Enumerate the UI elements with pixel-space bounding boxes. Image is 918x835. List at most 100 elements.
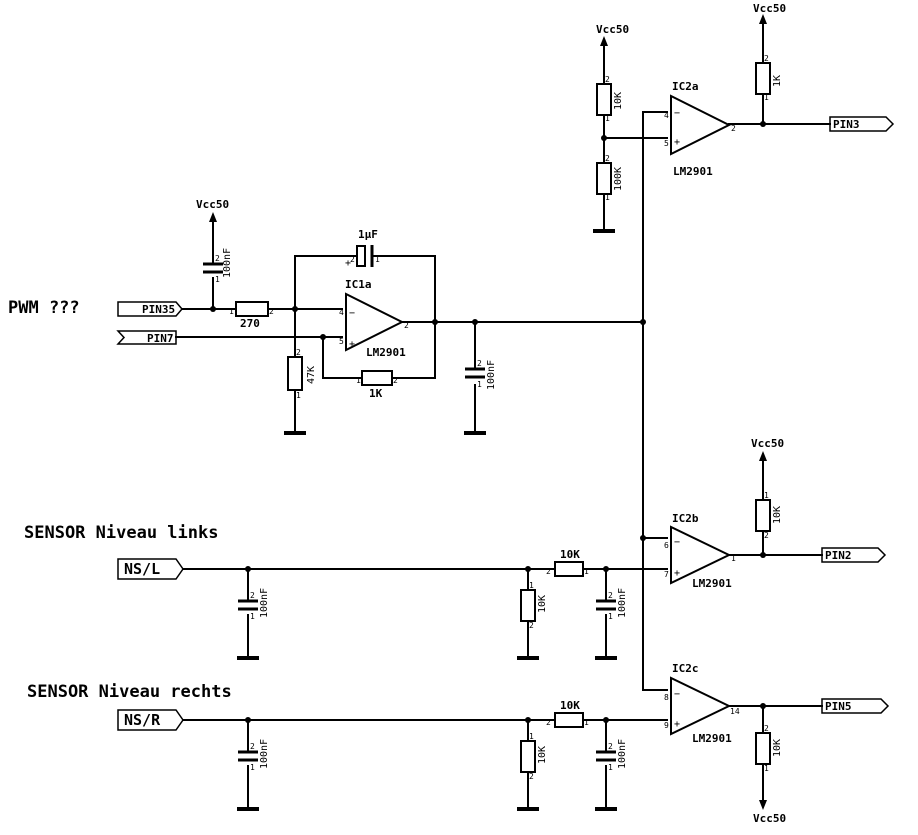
supply-vcc-top-mid: Vcc50	[596, 23, 629, 46]
svg-text:2: 2	[529, 621, 534, 630]
opamp-ic1a-type: LM2901	[366, 346, 406, 359]
svg-text:+: +	[674, 568, 680, 579]
heading-sensor-right: SENSOR Niveau rechts	[27, 682, 232, 702]
port-ns-l-label: NS/L	[124, 560, 160, 578]
supply-vcc-left-label: Vcc50	[196, 198, 229, 211]
opamp-ic1a: − + 4 5 2 IC1a LM2901	[339, 278, 409, 359]
port-pin5: PIN5	[821, 698, 890, 714]
resistor-r270: 1 2 270	[229, 301, 274, 330]
svg-text:2: 2	[250, 742, 255, 751]
sensor-left-wires	[182, 566, 668, 660]
svg-text:2: 2	[393, 376, 398, 385]
svg-text:2: 2	[404, 321, 409, 330]
port-pin2: PIN2	[821, 547, 887, 563]
svg-text:2: 2	[605, 154, 610, 163]
resistor-r100k-top-value: 100K	[613, 167, 624, 191]
resistor-r10k-l-shunt: 1 2 10K	[520, 581, 548, 630]
opamp-ic2c-name: IC2c	[672, 662, 699, 675]
resistor-r10k-top: 2 1 10K	[596, 75, 624, 123]
resistor-r1k-feedback-value: 1K	[369, 387, 383, 400]
svg-text:1: 1	[529, 581, 534, 590]
svg-text:1: 1	[584, 718, 589, 727]
svg-text:1: 1	[215, 275, 220, 284]
svg-text:2: 2	[608, 742, 613, 751]
svg-text:7: 7	[664, 570, 669, 579]
resistor-r10k-l-shunt-value: 10K	[537, 595, 548, 613]
opamp-ic2c-type: LM2901	[692, 732, 732, 745]
opamp-ic2b: − + 6 7 1 IC2b LM2901	[664, 512, 736, 590]
svg-text:2: 2	[605, 75, 610, 84]
resistor-r10k-top-value: 10K	[613, 92, 624, 110]
opamp-ic2b-type: LM2901	[692, 577, 732, 590]
opamp-ic2a: − + 4 5 2 IC2a LM2901	[664, 80, 736, 178]
top-output-wires	[728, 23, 831, 127]
svg-text:5: 5	[664, 139, 669, 148]
resistor-r47k: 2 1 47K	[287, 348, 317, 400]
svg-text:2: 2	[296, 348, 301, 357]
port-pin7: PIN7	[116, 330, 177, 345]
resistor-r1k-top: 2 1 1K	[755, 54, 783, 102]
svg-text:2: 2	[529, 772, 534, 781]
svg-text:−: −	[674, 689, 680, 700]
svg-text:1: 1	[764, 93, 769, 102]
capacitor-c100n-l1-value: 100nF	[259, 588, 270, 618]
svg-text:1: 1	[375, 255, 380, 264]
svg-text:2: 2	[764, 724, 769, 733]
supply-vcc-left: Vcc50	[196, 198, 229, 222]
svg-text:2: 2	[477, 359, 482, 368]
svg-text:6: 6	[664, 541, 669, 550]
opamp-ic2c: − + 8 9 14 IC2c LM2901	[664, 662, 740, 745]
resistor-r10k-r-shunt: 1 2 10K	[520, 732, 548, 781]
capacitor-c100n-r2-value: 100nF	[617, 739, 628, 769]
svg-text:1: 1	[356, 376, 361, 385]
opamp-ic1a-name: IC1a	[345, 278, 372, 291]
capacitor-c100n-l1: 2 1 100nF	[238, 588, 270, 621]
capacitor-c100n-l2-value: 100nF	[617, 588, 628, 618]
capacitor-c100n-out: 2 1 100nF	[465, 359, 497, 390]
svg-text:4: 4	[664, 111, 669, 120]
sensor-right-wires	[182, 717, 668, 811]
junctions-pwm	[210, 306, 646, 340]
resistor-r47k-value: 47K	[306, 366, 317, 384]
svg-text:+: +	[674, 137, 680, 148]
resistor-r10k-l-series: 2 1 10K	[546, 548, 589, 577]
resistor-r10k-r-series-value: 10K	[560, 699, 580, 712]
resistor-r10k-pu-b: 1 2 10K	[755, 491, 783, 540]
resistor-r10k-r-series: 2 1 10K	[546, 699, 589, 728]
svg-text:4: 4	[339, 308, 344, 317]
capacitor-c1uf-value: 1µF	[358, 228, 378, 241]
port-ns-l: NS/L	[117, 558, 184, 580]
reference-bus	[640, 111, 668, 691]
port-pin3: PIN3	[829, 116, 895, 132]
supply-vcc-bottom: Vcc50	[753, 800, 786, 825]
svg-text:2: 2	[546, 718, 551, 727]
svg-text:−: −	[674, 108, 680, 119]
resistor-r10k-pu-b-value: 10K	[772, 506, 783, 524]
opamp-ic2a-type: LM2901	[673, 165, 713, 178]
port-pin3-label: PIN3	[833, 118, 860, 131]
heading-pwm: PWM ???	[8, 298, 80, 318]
svg-text:1: 1	[477, 380, 482, 389]
svg-text:+: +	[345, 258, 351, 269]
svg-text:2: 2	[546, 567, 551, 576]
port-pin35-label: PIN35	[142, 303, 175, 316]
svg-text:+: +	[349, 339, 355, 350]
svg-text:2: 2	[764, 54, 769, 63]
svg-text:1: 1	[250, 612, 255, 621]
svg-text:1: 1	[764, 764, 769, 773]
port-pin7-label: PIN7	[147, 332, 174, 345]
resistor-r270-value: 270	[240, 317, 260, 330]
svg-text:1: 1	[608, 612, 613, 621]
opamp-ic2a-name: IC2a	[672, 80, 699, 93]
resistor-r100k-top: 2 1 100K	[596, 154, 624, 202]
svg-text:2: 2	[215, 254, 220, 263]
supply-vcc-mid-right-label: Vcc50	[751, 437, 784, 450]
svg-text:1: 1	[296, 391, 301, 400]
resistor-r10k-pd-c: 2 1 10K	[755, 724, 783, 773]
capacitor-c100n-vcc: 2 1 100nF	[203, 248, 233, 284]
svg-text:8: 8	[664, 693, 669, 702]
opamp-ic2b-name: IC2b	[672, 512, 699, 525]
capacitor-c100n-out-value: 100nF	[486, 360, 497, 390]
resistor-r10k-pd-c-value: 10K	[772, 739, 783, 757]
